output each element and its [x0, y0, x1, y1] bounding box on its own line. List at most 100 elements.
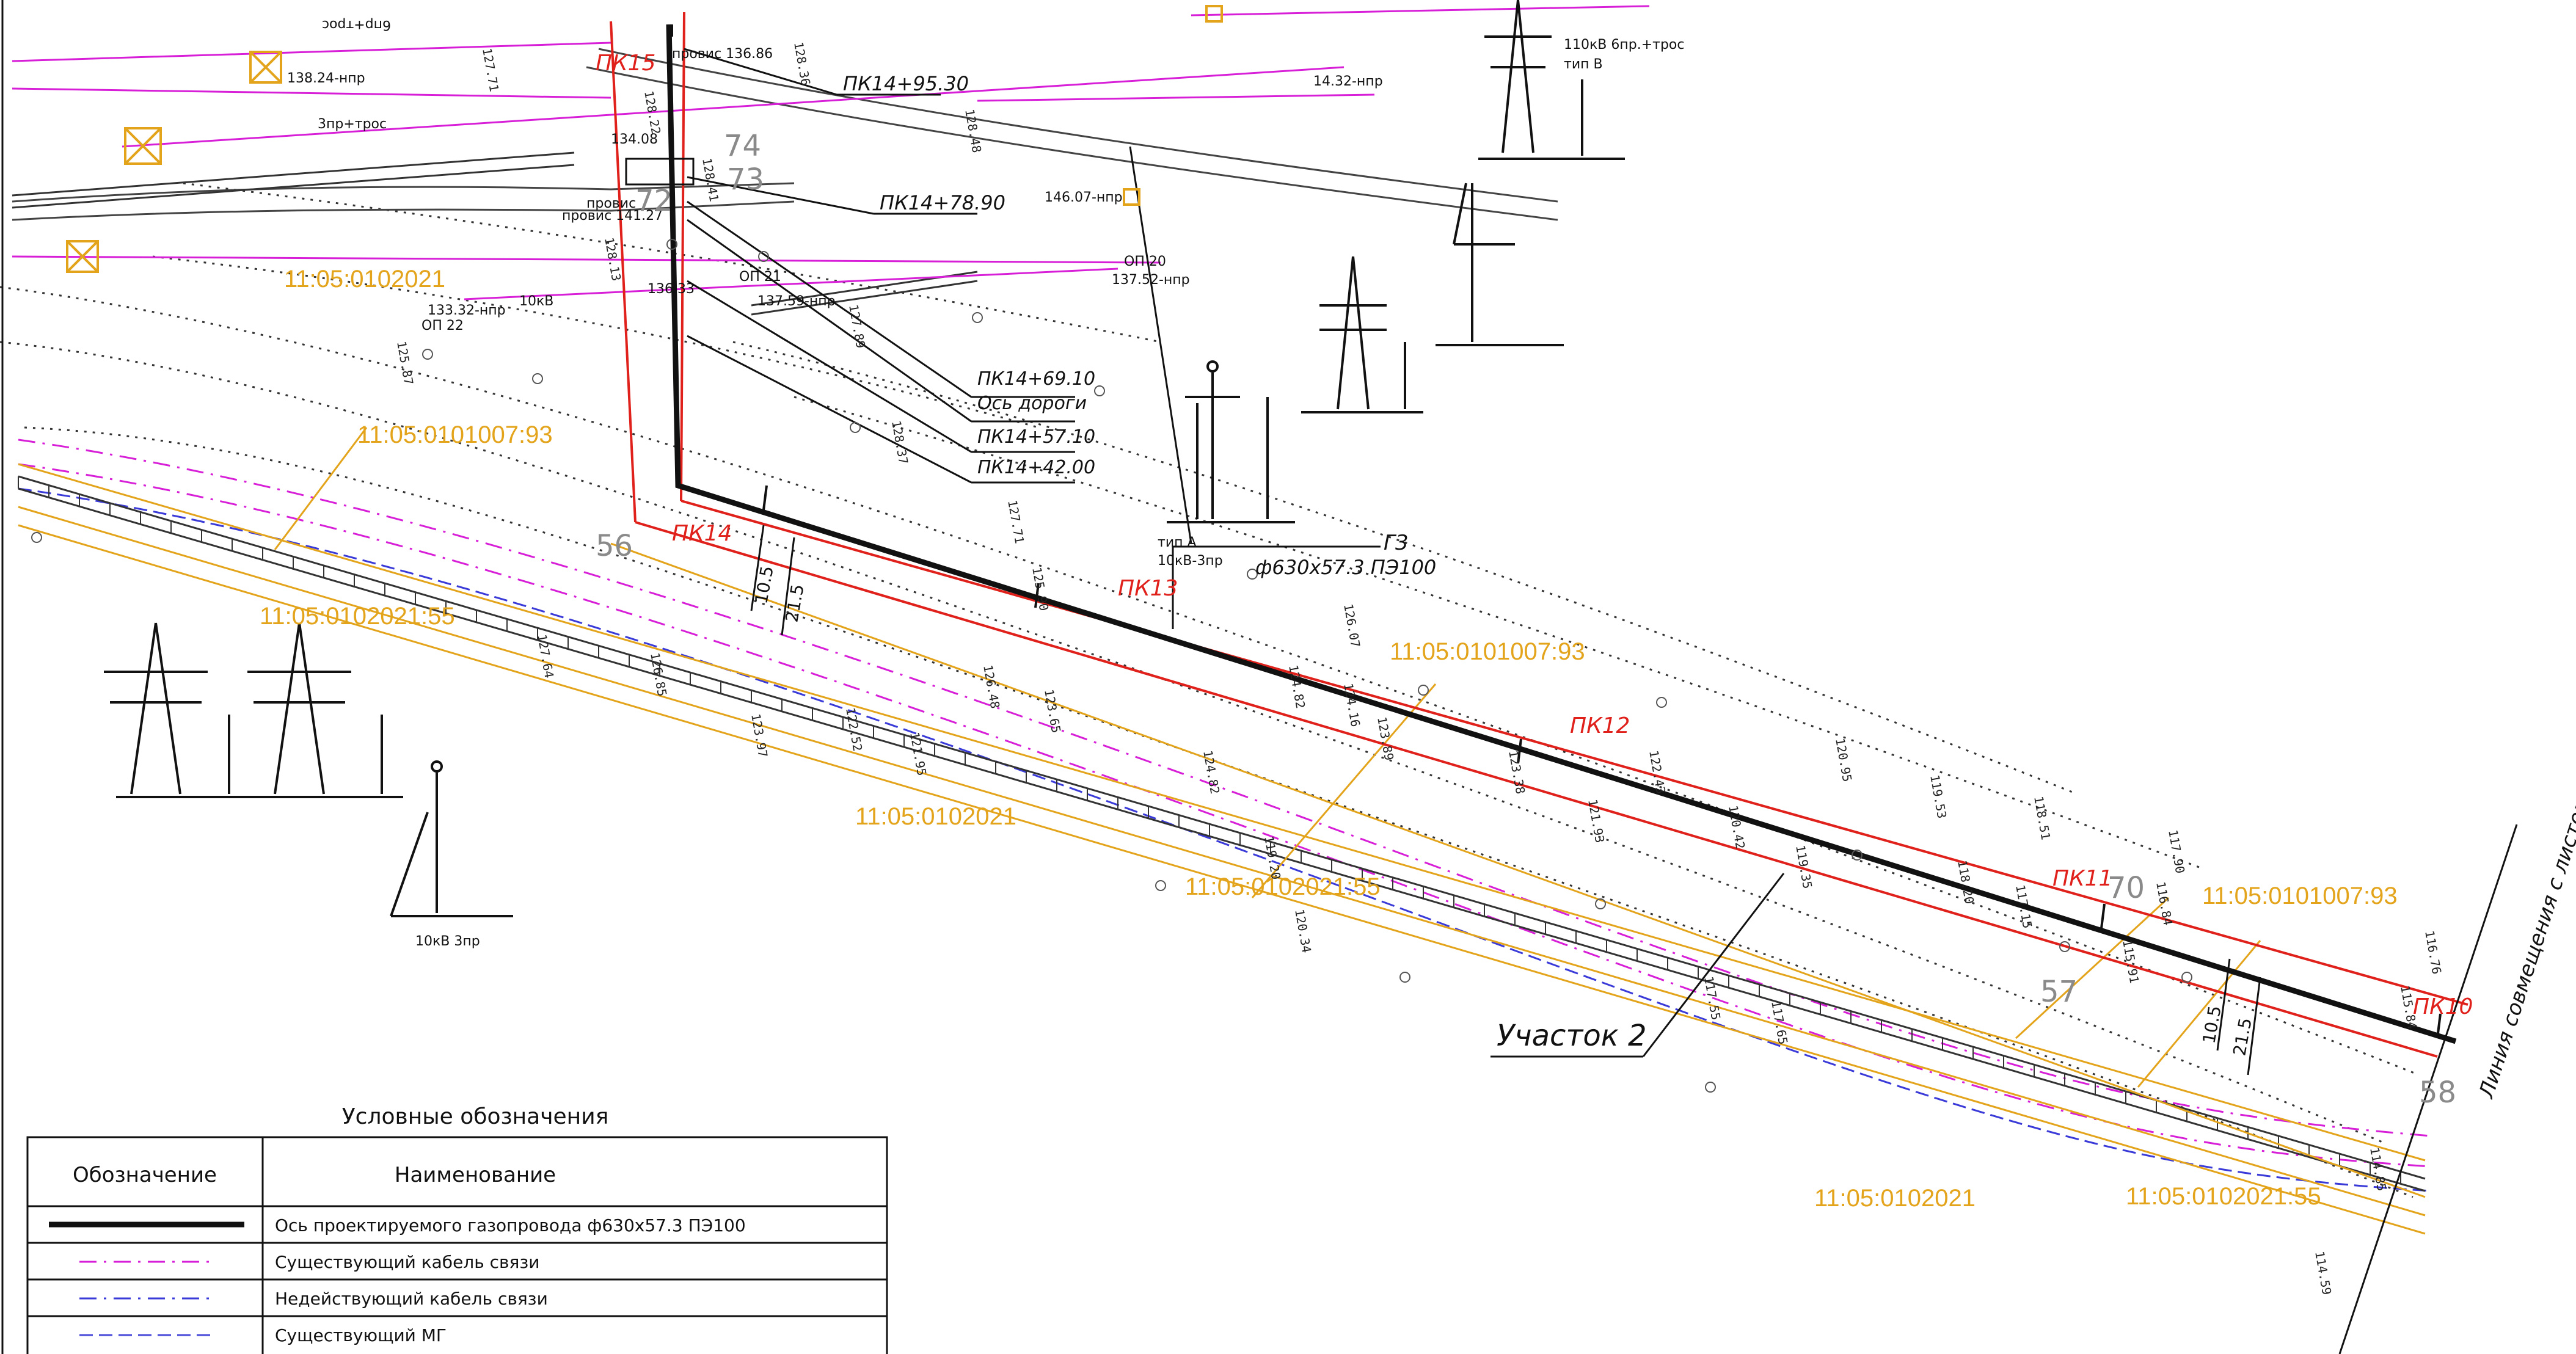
station-label-4: Ось дороги — [977, 393, 1087, 414]
road-crossing-box — [625, 158, 695, 186]
elevation-mark: 120.42 — [1726, 804, 1748, 850]
elevation-mark: 124.16 — [1341, 682, 1363, 728]
cadastral-number-3: 11:05:0102021:55 — [260, 603, 455, 630]
sag-label-7: 136.33 — [648, 282, 695, 297]
elevation-mark: 128.48 — [962, 108, 984, 154]
elevation-mark: 118.51 — [2031, 795, 2053, 841]
overhead-power-lines — [12, 5, 1650, 300]
railway — [12, 151, 978, 316]
pipe-label-g3: Г3 — [1384, 531, 1409, 555]
cadastral-number-8: 11:05:0102021 — [1814, 1185, 1976, 1212]
station-label-1: ПК14+95.30 — [843, 72, 969, 95]
tower-10kv-pole-icon — [390, 760, 513, 917]
pylon-markers — [66, 5, 1223, 273]
cadastral-number-9: 11:05:0102021:55 — [2126, 1183, 2321, 1210]
cadastral-number-7: 11:05:0101007:93 — [2202, 883, 2398, 909]
elevation-mark: 123.65 — [1042, 688, 1064, 734]
picket-ticks — [671, 24, 2442, 1039]
elevation-mark: 116.76 — [2422, 930, 2444, 975]
sag-label-6: 133.32-нпр — [428, 303, 506, 318]
picket-pk12: ПК12 — [1570, 713, 1630, 738]
station-label-5: ПК14+57.10 — [977, 426, 1095, 448]
picket-pk14: ПК14 — [672, 521, 732, 546]
elevation-mark: 120.34 — [1292, 908, 1314, 954]
tower-type-a-icon — [1167, 360, 1295, 523]
tower-110kv-label-2: тип В — [1564, 57, 1603, 72]
elevation-mark: 124.82 — [1200, 749, 1222, 795]
section-label: Участок 2 — [1497, 1019, 1647, 1053]
cadastral-number-1: 11:05:0102021 — [284, 266, 445, 293]
cadastral-number-5: 11:05:0102021 — [855, 803, 1016, 830]
elevation-mark: 117.90 — [2166, 829, 2187, 875]
elevation-mark: 116.84 — [2153, 881, 2175, 926]
sheet-match-label: Линия совмещения с листом 3 — [2474, 775, 2576, 1102]
parcel-number-56: 56 — [596, 529, 633, 563]
red-offset-lines — [610, 12, 2468, 1058]
wire-label-1: 6пр+трос — [322, 17, 391, 32]
mg-hatching — [18, 476, 2401, 1184]
sag-label-3: 14.32-нпр — [1313, 74, 1383, 89]
sag-label-1: 138.24-нпр — [287, 71, 365, 86]
legend-title: Условные обозначения — [342, 1104, 609, 1129]
elevation-mark: 119.53 — [1927, 774, 1949, 820]
communication-cables — [18, 439, 2432, 1192]
pipe-label-spec: ф630х57.3 ПЭ100 — [1255, 556, 1436, 579]
sag-prov-3: провис — [586, 196, 636, 211]
sag-label-8: 137.59-нпр — [757, 294, 836, 309]
tower-10kv-label: 10кВ 3пр — [415, 934, 480, 949]
legend-table — [26, 1136, 888, 1354]
cadastral-boundaries — [18, 427, 2426, 1235]
elevation-mark: 117.55 — [1701, 975, 1723, 1021]
survey-points — [31, 239, 2192, 1093]
elevation-mark: 126.85 — [648, 652, 670, 697]
elevation-mark: 115.91 — [2120, 939, 2142, 985]
tower-110kv-label-1: 110кВ 6пр.+трос — [1564, 37, 1684, 53]
op-label-2: ОП 22 — [421, 318, 464, 333]
tower-type-a-voltage: 10кВ-3пр — [1158, 553, 1223, 569]
parcel-number-73: 73 — [727, 162, 764, 197]
tower-lattice-mid-icon — [1301, 256, 1423, 413]
sheet-match-line — [2338, 824, 2518, 1354]
elevation-mark: 127.89 — [846, 304, 868, 349]
parcel-number-70: 70 — [2107, 871, 2145, 905]
elevation-mark: 123.97 — [748, 713, 770, 759]
cadastral-number-2: 11:05:0101007:93 — [357, 421, 553, 448]
parcel-number-57: 57 — [2040, 975, 2078, 1009]
elevation-mark: 127.71 — [1005, 499, 1027, 545]
road-edges — [12, 48, 1558, 221]
elevation-mark: 120.95 — [1833, 737, 1855, 783]
parcel-number-58: 58 — [2419, 1076, 2456, 1110]
elevation-mark: 127.64 — [535, 633, 556, 679]
dim-value-1: 10.5 — [751, 564, 777, 605]
legend-row-3: Недействующий кабель связи — [275, 1289, 548, 1309]
picket-pk11: ПК11 — [2052, 866, 2112, 891]
elevation-mark: 123.38 — [1506, 749, 1528, 795]
elevation-mark: 128.36 — [791, 41, 813, 87]
elevation-mark: 123.89 — [1374, 716, 1396, 762]
parcel-number-72: 72 — [635, 184, 673, 218]
sag-prov-2: провис 141.27 — [562, 208, 663, 224]
terrain-contours — [0, 182, 2420, 1198]
elevation-mark: 125.90 — [1029, 566, 1051, 612]
tower-type-b-icon — [1436, 183, 1564, 346]
legend-col-name: Наименование — [395, 1163, 556, 1187]
sag-label-4: 146.07-нпр — [1045, 190, 1123, 205]
cadastral-number-4: 11:05:0101007:93 — [1390, 638, 1585, 665]
tower-left2-icon — [247, 622, 403, 798]
wire-label-2: 3пр+трос — [318, 117, 387, 132]
sag-label-5: 137.52-нпр — [1112, 272, 1190, 288]
station-leaders — [684, 48, 1785, 1058]
legend-row-1: Ось проектируемого газопровода ф630х57.3… — [275, 1215, 746, 1236]
picket-pk10: ПК10 — [2413, 994, 2473, 1019]
sag-label-2: 134.08 — [611, 132, 658, 147]
tower-110kv-icon — [1478, 0, 1625, 160]
station-label-3: ПК14+69.10 — [977, 368, 1095, 390]
dimension-lines — [750, 525, 2261, 1076]
design-pipeline-axis — [666, 24, 2457, 1044]
op-label-3: ОП 21 — [739, 269, 781, 285]
legend-col-symbol: Обозначение — [73, 1163, 217, 1187]
cadastral-number-6: 11:05:0102021:55 — [1185, 873, 1381, 900]
elevation-mark: 124.82 — [1286, 664, 1308, 710]
legend-row-2: Существующий кабель связи — [275, 1252, 539, 1272]
